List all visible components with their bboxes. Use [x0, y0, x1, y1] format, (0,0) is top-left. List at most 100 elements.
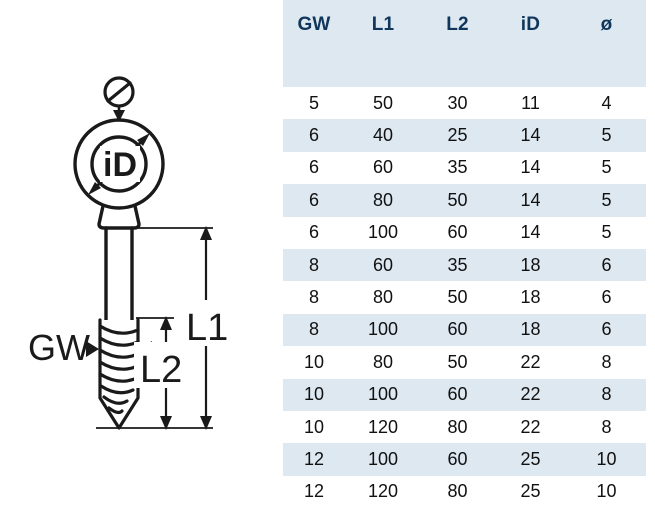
table-cell: 100 [345, 313, 421, 347]
eye-inner-bore [90, 135, 148, 193]
table-cell: 5 [567, 151, 646, 185]
table-cell: 8 [567, 410, 646, 444]
table-cell: 4 [567, 87, 646, 120]
l2-arrow-top [160, 316, 172, 330]
inner-diameter-arrowhead-end [137, 133, 150, 146]
table-cell: 18 [494, 281, 567, 314]
table-cell: 60 [421, 216, 494, 249]
outer-diameter-arrowhead [113, 110, 125, 122]
thread-size-arrow-left [86, 341, 99, 357]
table-cell: 25 [494, 475, 567, 509]
thread-length-label: L2 [140, 349, 182, 391]
table-cell: 8 [567, 378, 646, 411]
table-cell: 50 [421, 346, 494, 379]
table-cell: 6 [567, 248, 646, 282]
l2-arrow-bottom [160, 416, 172, 430]
table-cell: 12 [283, 475, 345, 509]
table-cell: 6 [283, 151, 345, 185]
column-header-od: ø [567, 0, 646, 87]
table-cell: 6 [283, 184, 345, 217]
table-cell: 18 [494, 248, 567, 282]
table-cell: 8 [283, 313, 345, 347]
table-cell: 25 [494, 443, 567, 476]
table-cell: 60 [345, 151, 421, 185]
table-cell: 60 [421, 378, 494, 411]
column-header-l1: L1 [345, 0, 421, 87]
table-cell: 100 [345, 443, 421, 476]
table-cell: 14 [494, 151, 567, 185]
column-header-id: iD [494, 0, 567, 87]
outer-diameter-symbol-slash [106, 81, 132, 103]
table-cell: 80 [421, 410, 494, 444]
table-cell: 22 [494, 410, 567, 444]
table-cell: 22 [494, 378, 567, 411]
table-header: GW L1 L2 iD ø [283, 0, 646, 87]
table-cell: 5 [567, 184, 646, 217]
collar-shape [97, 204, 141, 230]
table-cell: 5 [283, 87, 345, 120]
table-cell: 10 [283, 346, 345, 379]
table-cell: 14 [494, 184, 567, 217]
table-cell: 6 [567, 281, 646, 314]
table-cell: 18 [494, 313, 567, 347]
table-cell: 11 [494, 87, 567, 120]
table-cell: 8 [283, 248, 345, 282]
table-cell: 14 [494, 216, 567, 249]
table-cell: 40 [345, 119, 421, 152]
l1-label-backdrop [178, 300, 238, 346]
table-cell: 6 [283, 119, 345, 152]
column-header-gw: GW [283, 0, 345, 87]
table-cell: 5 [567, 216, 646, 249]
table-cell: 50 [421, 184, 494, 217]
screw-thread [98, 318, 140, 430]
table-cell: 60 [421, 313, 494, 347]
table-cell: 10 [283, 378, 345, 411]
inner-diameter-arrowhead-start [88, 182, 101, 195]
table-cell: 5 [567, 119, 646, 152]
table-cell: 14 [494, 119, 567, 152]
table-cell: 12 [283, 443, 345, 476]
table-cell: 8 [283, 281, 345, 314]
table-cell: 100 [345, 216, 421, 249]
l1-arrow-top [200, 226, 212, 240]
table-cell: 120 [345, 475, 421, 509]
table-cell: 6 [283, 216, 345, 249]
table-cell: 50 [421, 281, 494, 314]
table-cell: 80 [345, 281, 421, 314]
inner-diameter-callout: iD [88, 133, 150, 195]
header-row: GW L1 L2 iD ø [283, 0, 646, 87]
column-header-l2: L2 [421, 0, 494, 87]
table-cell: 60 [345, 248, 421, 282]
l2-label-backdrop [134, 342, 196, 388]
technical-drawing-panel: iD GW L1 L2 [0, 0, 283, 516]
table-cell: 10 [283, 410, 345, 444]
table-cell: 80 [345, 346, 421, 379]
table-cell: 10 [567, 443, 646, 476]
table-cell: 60 [421, 443, 494, 476]
id-label-backdrop [100, 146, 140, 182]
table-cell: 80 [345, 184, 421, 217]
table-cell: 100 [345, 378, 421, 411]
table-cell: 6 [567, 313, 646, 347]
table-cell: 8 [567, 346, 646, 379]
thread-length-dimension: L2 [134, 316, 196, 430]
table-cell: 50 [345, 87, 421, 120]
table-cell: 10 [567, 475, 646, 509]
table-cell: 35 [421, 248, 494, 282]
l1-arrow-bottom [200, 416, 212, 430]
table-cell: 25 [421, 119, 494, 152]
